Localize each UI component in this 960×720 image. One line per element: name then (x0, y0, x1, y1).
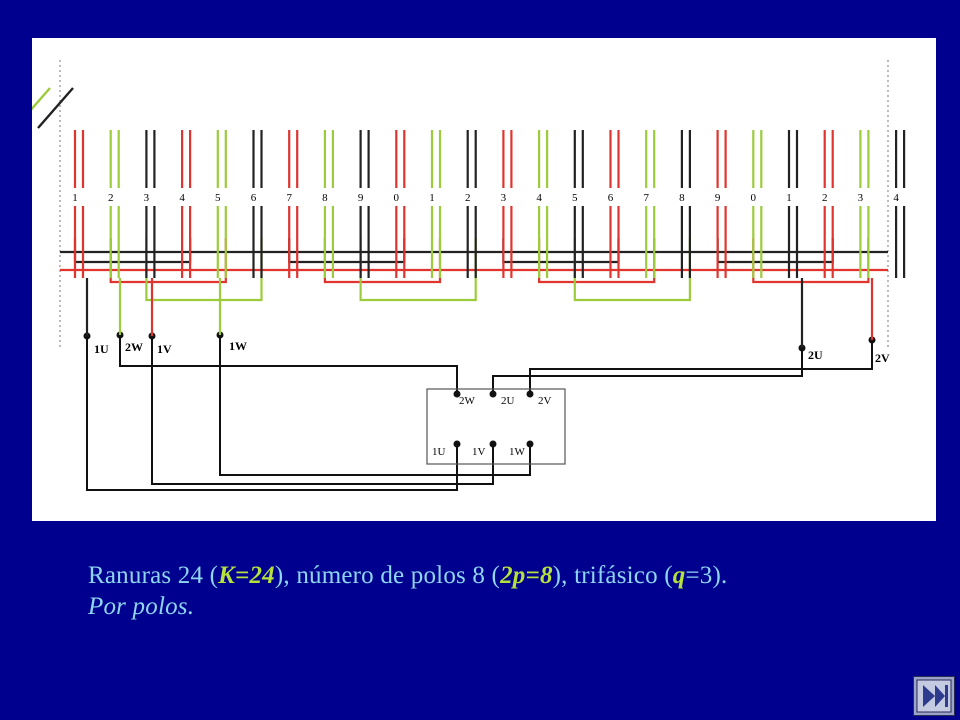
box-label-1u: 1U (432, 446, 446, 458)
slot-label-bg (356, 188, 373, 206)
slot-number: 4 (536, 192, 542, 204)
slot-number: 2 (465, 192, 471, 204)
box-wire (219, 335, 531, 476)
slot-number: 4 (893, 192, 899, 204)
terminal-label-1v: 1V (157, 342, 172, 356)
slot-label-bg (320, 188, 337, 206)
slot-label-bg (570, 188, 587, 206)
slot-label-bg (535, 188, 552, 206)
slot-number: 3 (858, 192, 864, 204)
slot-number: 3 (501, 192, 507, 204)
coil-link-v (288, 238, 406, 264)
slot-number: 2 (822, 192, 828, 204)
slot-label-bg (749, 188, 766, 206)
slot-label-bg (856, 188, 873, 206)
slot-number: 7 (643, 192, 649, 204)
slot-number: 6 (251, 192, 257, 204)
slot-number: 6 (608, 192, 614, 204)
box-wire (151, 336, 494, 485)
slot-label-bg (142, 188, 159, 206)
box-wire (86, 336, 458, 491)
slot-label-bg (713, 188, 730, 206)
caption: Ranuras 24 (K=24), número de polos 8 (2p… (88, 560, 727, 622)
slot-label-bg (392, 188, 409, 206)
slot-label-bg (106, 188, 123, 206)
slot-number: 7 (286, 192, 292, 204)
slot-label-bg (71, 188, 87, 206)
slot-number: 8 (679, 192, 685, 204)
slot-number: 2 (108, 192, 114, 204)
caption-line-2: Por polos. (88, 593, 195, 620)
slot-label-bg (499, 188, 516, 206)
coil-end-v (37, 87, 74, 129)
terminal-label-1w: 1W (229, 339, 247, 353)
slot-label-bg (642, 188, 659, 206)
box-label-2v: 2V (538, 395, 552, 407)
slot-label-bg (785, 188, 801, 206)
slot-number: 0 (751, 192, 757, 204)
winding-diagram: 1 2 3 4 5 6 7 8 9 0 1 2 3 4 5 6 7 8 9 0 1 2 3 4 1U 2W 1V 1W 2U 2V 2W… (32, 60, 909, 491)
caption-text-1: Ranuras 24 ( (88, 562, 219, 589)
slot-label-bg (213, 188, 230, 206)
coil-link-u (538, 238, 656, 284)
coil-end-w (32, 87, 51, 111)
caption-p-symbol: 2p=8 (500, 562, 553, 589)
slot-label-bg (428, 188, 444, 206)
slot-label-bg (285, 188, 302, 206)
box-wire (492, 348, 803, 394)
box-terminal-dot (489, 440, 497, 448)
box-label-1w: 1W (509, 446, 526, 458)
terminal-label-1u: 1U (94, 342, 109, 356)
last-slide-icon (916, 679, 952, 713)
coil-link-v (73, 238, 192, 264)
slot-number: 5 (572, 192, 578, 204)
slot-label-bg (606, 188, 623, 206)
slot-label-bg (178, 188, 195, 206)
slot-number: 4 (179, 192, 185, 204)
slot-label-bg (892, 188, 909, 206)
coil-link-u (752, 238, 870, 284)
slot-number: 1 (72, 192, 78, 204)
slot-number: 9 (715, 192, 721, 204)
slot-number: 8 (322, 192, 328, 204)
box-wire (119, 335, 458, 394)
caption-line-1: Ranuras 24 (K=24), número de polos 8 (2p… (88, 560, 727, 591)
slot-number: 1 (429, 192, 435, 204)
terminal-label-2w: 2W (125, 340, 143, 354)
last-slide-button[interactable] (913, 676, 955, 716)
slot-label-bg (677, 188, 694, 206)
box-terminal-dot (453, 390, 461, 398)
box-label-2u: 2U (501, 395, 515, 407)
caption-text-4: =3). (685, 562, 728, 589)
coil-link-v (716, 238, 834, 264)
box-wire (529, 340, 873, 394)
caption-k-symbol: K=24 (218, 562, 275, 589)
coil-link-v (502, 238, 620, 264)
coil-link-u (109, 238, 227, 284)
terminal-label-2u: 2U (808, 348, 823, 362)
caption-q-symbol: q (672, 562, 686, 589)
slot-number: 0 (394, 192, 400, 204)
slot-number: 3 (144, 192, 150, 204)
terminal-box (426, 388, 566, 465)
slot-label-bg (249, 188, 266, 206)
box-label-2w: 2W (459, 395, 476, 407)
slot-label-bg (820, 188, 837, 206)
slot-number: 5 (215, 192, 221, 204)
slot-number: 1 (786, 192, 792, 204)
box-terminal-dot (489, 390, 497, 398)
box-terminal-dot (526, 390, 534, 398)
terminal-label-2v: 2V (875, 351, 890, 365)
box-terminal-dot (526, 440, 534, 448)
coil-link-u (323, 238, 442, 284)
box-terminal-dot (453, 440, 461, 448)
slot-number: 9 (358, 192, 364, 204)
box-label-1v: 1V (472, 446, 486, 458)
slot-label-bg (463, 188, 480, 206)
winding-diagram-panel: 1 2 3 4 5 6 7 8 9 0 1 2 3 4 5 6 7 8 9 0 1 2 3 4 1U 2W 1V 1W 2U 2V 2W… (32, 38, 936, 521)
caption-text-3: ), trifásico ( (552, 562, 673, 589)
caption-text-2: ), número de polos 8 ( (274, 562, 501, 589)
